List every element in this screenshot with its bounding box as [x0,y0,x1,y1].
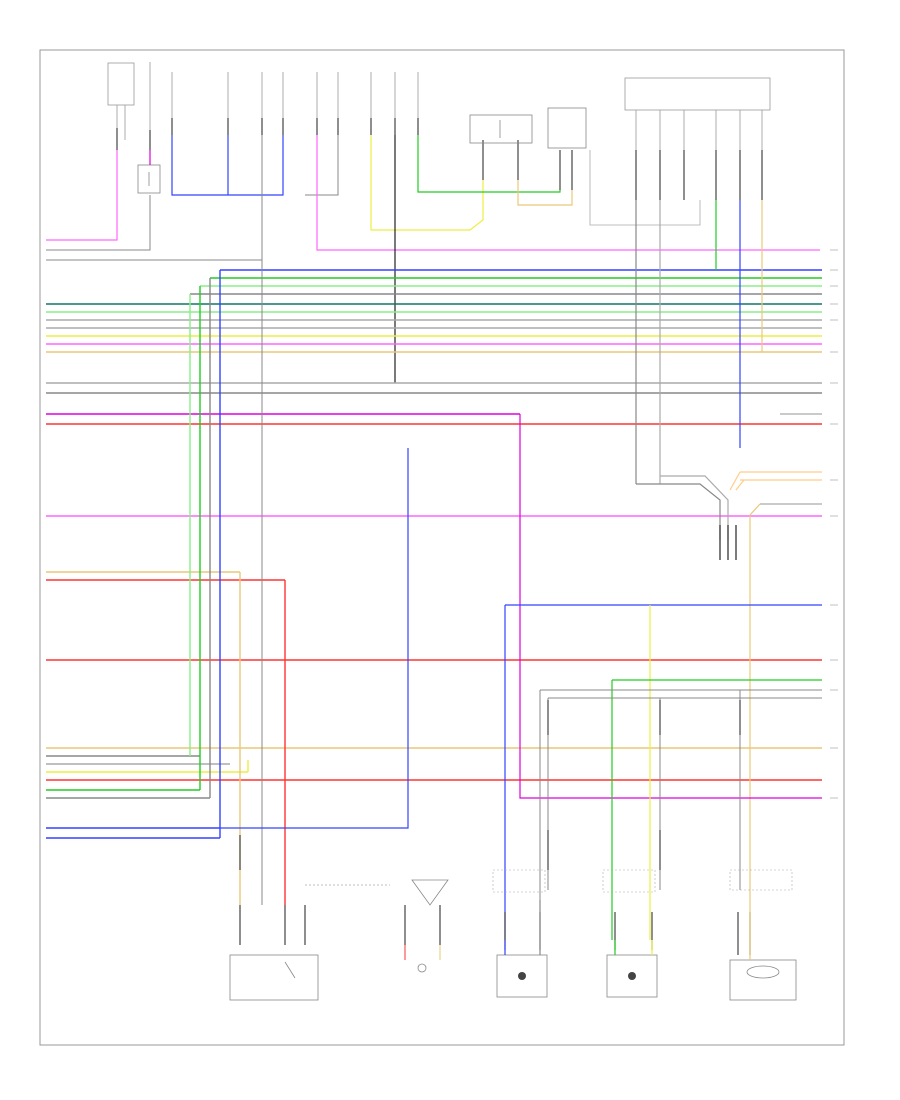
wire-lower-leads [504,900,751,960]
wire-green-mid [611,679,822,940]
wire-blue-top [171,135,284,196]
bottom-switch-left [229,884,390,1001]
wire-tan-top [517,180,573,206]
wire-gray-top [46,135,339,261]
top-relay-box [107,62,161,194]
top-fuse-block [116,62,419,165]
right-connector-block [624,77,771,150]
bottom-solenoid-1 [492,869,548,998]
bottom-sensor-right [729,869,797,1001]
wire-magenta-right [519,414,822,799]
wire-gray-mid [539,689,822,900]
top-module-right [547,107,587,149]
bus-horizontal-wires [46,269,822,839]
wire-pink-top [316,135,820,251]
top-module-left [469,114,533,144]
diagram-frame [39,49,845,1046]
bus-right-verticals [635,200,822,905]
bottom-solenoid-2 [602,869,658,998]
transmission-connector [719,525,737,560]
connector-pins-top [116,118,763,200]
bus-left-verticals [189,260,286,905]
wire-yellow-top [370,135,484,231]
right-edge-terminals [830,249,838,799]
wire-gray-right-top [589,150,701,226]
wire-pink-left [46,150,118,241]
bottom-sensor-mid [404,879,449,973]
wire-green-top [417,135,561,193]
wire-blue-mid [220,448,822,940]
